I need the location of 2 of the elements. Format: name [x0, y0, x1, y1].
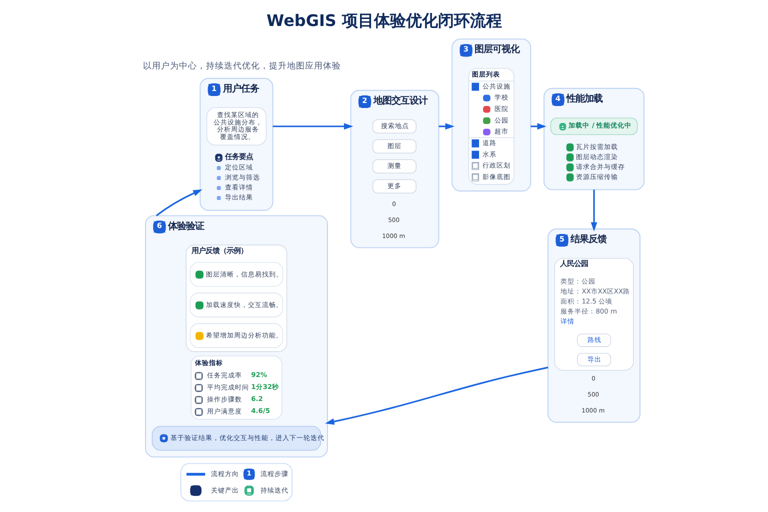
label: 以用户为中心，持续迭代优化，提升地图应用体验 [142, 62, 340, 72]
diagram-title: WebGIS 项目体验优化闭环流程 [266, 10, 502, 30]
